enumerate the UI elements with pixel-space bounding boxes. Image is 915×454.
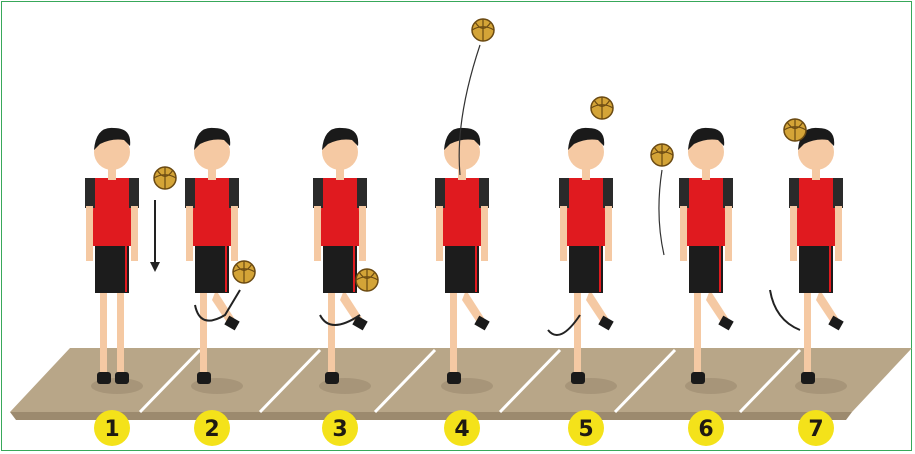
takraw-ball-step-4: [472, 19, 494, 41]
step-badge-3: 3: [322, 410, 358, 446]
takraw-ball-step-5: [591, 97, 613, 119]
takraw-ball-step-3: [356, 269, 378, 291]
step-number: 7: [808, 417, 823, 442]
step-badge-7: 7: [798, 410, 834, 446]
takraw-ball-step-6: [651, 144, 673, 166]
step-badge-6: 6: [688, 410, 724, 446]
step-badge-4: 4: [444, 410, 480, 446]
takraw-ball-step-2: [233, 261, 255, 283]
step-badge-5: 5: [568, 410, 604, 446]
player-figures: [85, 19, 847, 394]
step-badge-1: 1: [94, 410, 130, 446]
takraw-ball-step-7: [784, 119, 806, 141]
step-number: 2: [204, 417, 219, 442]
takraw-ball-step-1: [154, 167, 176, 189]
step-number: 4: [454, 417, 469, 442]
step-number: 5: [578, 417, 593, 442]
step-number: 6: [698, 417, 713, 442]
step-number: 3: [332, 417, 347, 442]
step-number: 1: [104, 417, 119, 442]
step-badge-2: 2: [194, 410, 230, 446]
